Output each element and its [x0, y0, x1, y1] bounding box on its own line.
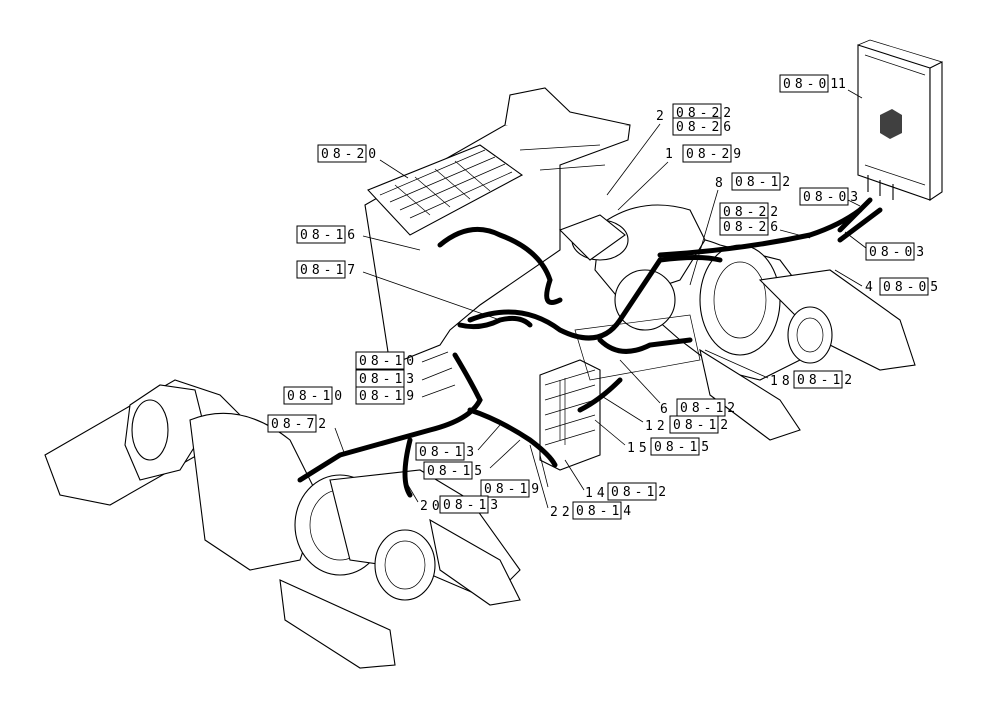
svg-text:6: 6 [660, 402, 672, 417]
svg-text:08-03: 08-03 [803, 190, 862, 205]
callout-08-13-b[interactable]: 08-13 [415, 424, 501, 461]
svg-text:08-19: 08-19 [484, 482, 543, 497]
svg-text:08-14: 08-14 [576, 504, 635, 519]
svg-text:2: 2 [656, 109, 668, 124]
callout-08-03-b[interactable]: 08-03 [844, 231, 928, 261]
callout-08-20[interactable]: 08-20 [317, 144, 409, 179]
front-axle [44, 379, 521, 669]
pump-unit [559, 214, 629, 261]
svg-text:08-10: 08-10 [287, 389, 346, 404]
control-valve [539, 359, 601, 471]
svg-text:08-15: 08-15 [654, 440, 713, 455]
callout-08-22-a[interactable]: 2 08-22 [606, 103, 735, 196]
svg-text:08-12: 08-12 [673, 418, 732, 433]
svg-text:18: 18 [770, 374, 794, 389]
oil-cooler [857, 39, 943, 202]
svg-text:08-12: 08-12 [680, 401, 739, 416]
hose-lines-thin [559, 314, 701, 445]
svg-text:08-13: 08-13 [443, 498, 502, 513]
svg-text:08-16: 08-16 [300, 228, 359, 243]
callout-08-26-a[interactable]: 08-26 [672, 117, 735, 136]
svg-text:08-22: 08-22 [676, 106, 735, 121]
rear-axle [594, 204, 916, 441]
svg-text:22: 22 [550, 505, 574, 520]
svg-text:20: 20 [420, 499, 444, 514]
callout-08-12-c[interactable]: 6 08-12 [619, 359, 739, 417]
svg-text:08-12: 08-12 [735, 175, 794, 190]
callout-08-12-b[interactable]: 18 08-12 [704, 349, 856, 389]
svg-text:08-26: 08-26 [676, 120, 735, 135]
callout-08-29[interactable]: 1 08-29 [617, 144, 745, 211]
callout-08-22-b[interactable]: 08-22 [719, 202, 782, 221]
svg-text:08-19: 08-19 [359, 389, 418, 404]
callout-08-15-a[interactable]: 15 08-15 [594, 419, 713, 456]
callout-08-10-b[interactable]: 08-10 [283, 386, 346, 405]
grille-pattern [379, 149, 513, 219]
callout-08-26-b[interactable]: 08-26 [719, 217, 811, 239]
callout-08-19-b[interactable]: 08-19 [480, 454, 549, 498]
svg-text:15: 15 [627, 441, 651, 456]
callout-08-15-b[interactable]: 08-15 [423, 439, 521, 480]
callout-08-14[interactable]: 22 08-14 [529, 444, 635, 520]
svg-text:08-03: 08-03 [869, 245, 928, 260]
svg-text:08-10: 08-10 [359, 354, 418, 369]
callout-08-13-a[interactable]: 08-13 [355, 367, 453, 388]
svg-text:08-26: 08-26 [723, 220, 782, 235]
svg-text:08-17: 08-17 [300, 263, 359, 278]
svg-text:08-29: 08-29 [686, 147, 745, 162]
svg-text:08-12: 08-12 [611, 485, 670, 500]
svg-text:08-20: 08-20 [321, 147, 380, 162]
engine-hood [364, 87, 631, 366]
svg-text:08-15: 08-15 [427, 464, 486, 479]
callout-08-05[interactable]: 4 08-05 [834, 269, 942, 296]
callout-08-01[interactable]: 08-01 1 [779, 74, 863, 99]
svg-text:08-05: 08-05 [883, 280, 942, 295]
svg-text:12: 12 [645, 419, 669, 434]
svg-text:1: 1 [665, 147, 677, 162]
svg-text:14: 14 [585, 486, 609, 501]
callout-08-12-e[interactable]: 14 08-12 [564, 459, 670, 501]
callout-08-16[interactable]: 08-16 [296, 225, 421, 251]
callout-08-12-a[interactable]: 8 08-12 [689, 172, 794, 286]
svg-text:08-72: 08-72 [271, 417, 330, 432]
callout-08-19-a[interactable]: 08-19 [355, 384, 456, 405]
callout-08-10[interactable]: 08-10 [355, 351, 449, 370]
callout-08-17[interactable]: 08-17 [296, 260, 501, 321]
svg-text:4: 4 [865, 280, 877, 295]
svg-text:08-13: 08-13 [359, 372, 418, 387]
svg-text:08-22: 08-22 [723, 205, 782, 220]
callout-08-12-d[interactable]: 12 08-12 [599, 394, 732, 434]
hoses [297, 197, 883, 498]
svg-text:08-13: 08-13 [419, 445, 478, 460]
callout-08-72[interactable]: 08-72 [267, 414, 346, 456]
callout-08-13-c[interactable]: 20 08-13 [404, 479, 502, 514]
callout-08-03-a[interactable]: 08-03 [799, 187, 862, 207]
svg-text:08-01: 08-01 [783, 77, 842, 92]
svg-text:8: 8 [715, 176, 727, 191]
callout-index: 1 [838, 77, 850, 92]
svg-text:08-12: 08-12 [797, 373, 856, 388]
